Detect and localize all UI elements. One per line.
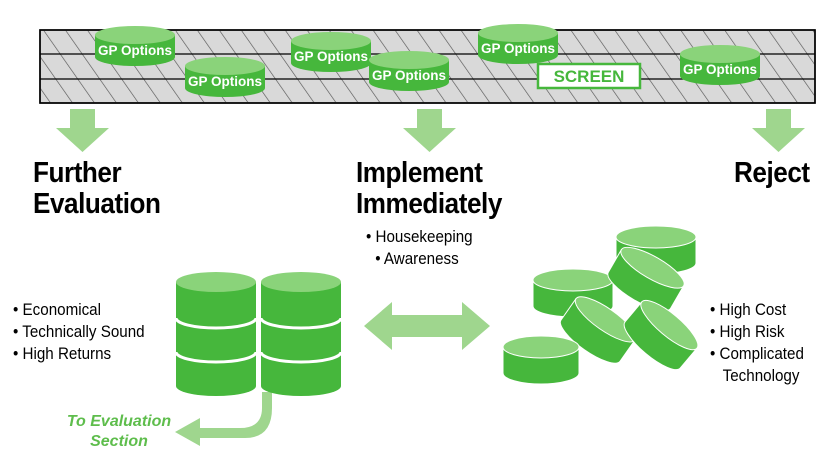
gp-options-cylinder: GP Options	[680, 45, 760, 85]
double-arrow	[364, 302, 490, 350]
bullets-further: • Economical • Technically Sound • High Re…	[13, 299, 145, 365]
screen-label: SCREEN	[536, 62, 642, 90]
link-line1: To Evaluation	[66, 413, 172, 430]
bullet-item: • Economical	[13, 301, 102, 319]
reject-disc	[623, 299, 699, 371]
gp-options-cylinder: GP Options	[478, 24, 558, 64]
gp-options-label: GP Options	[683, 62, 757, 77]
bullet-item: • High Cost	[710, 301, 787, 319]
heading-implement-immediately: Implement Immediately	[356, 158, 502, 220]
bullets-reject: • High Cost • High Risk • Complicated Tech…	[710, 299, 804, 387]
gp-options-label: GP Options	[481, 41, 555, 56]
gp-options-cylinder: GP Options	[291, 32, 371, 72]
gp-options-label: GP Options	[372, 68, 446, 83]
reject-discs	[502, 225, 699, 385]
heading-reject-line1: Reject	[734, 157, 810, 189]
gp-options-cylinder: GP Options	[185, 57, 265, 97]
arrow-down-implement	[403, 109, 456, 152]
gp-options-label: GP Options	[188, 74, 262, 89]
bullet-item: • High Risk	[710, 323, 785, 341]
gp-options-label: GP Options	[294, 49, 368, 64]
reject-disc	[607, 246, 685, 312]
bullets-implement: • Housekeeping • Awareness	[366, 226, 473, 270]
bullet-item: • Housekeeping	[366, 228, 473, 246]
link-line2: Section	[90, 433, 148, 450]
bullet-item: • Technically Sound	[13, 323, 145, 341]
database-cylinder	[259, 272, 343, 396]
arrow-down-further	[56, 109, 109, 152]
gp-options-label: GP Options	[98, 43, 172, 58]
bullet-item: Technology	[710, 367, 800, 385]
gp-options-group: GP Options GP Options GP Options GP Options…	[95, 24, 760, 97]
bullet-item: • High Returns	[13, 345, 112, 363]
reject-disc	[502, 335, 580, 385]
to-evaluation-section-link[interactable]: To Evaluation Section	[58, 412, 180, 452]
heading-further-line1: Further	[33, 157, 122, 189]
bullet-item: • Complicated	[710, 345, 804, 363]
heading-further-line2: Evaluation	[33, 188, 161, 220]
heading-further-evaluation: Further Evaluation	[33, 157, 161, 220]
curved-arrow-evaluation	[175, 392, 272, 446]
gp-options-cylinder: GP Options	[369, 51, 449, 91]
database-stacks	[174, 272, 343, 396]
database-cylinder	[174, 272, 258, 396]
reject-disc	[559, 296, 637, 364]
gp-options-cylinder: GP Options	[95, 26, 175, 66]
heading-implement-line1: Implement	[356, 157, 483, 189]
heading-implement-line2: Immediately	[356, 188, 502, 220]
arrow-down-reject	[752, 109, 805, 152]
bullet-item: • Awareness	[375, 250, 459, 268]
heading-reject: Reject	[734, 158, 810, 189]
screen-label-text: SCREEN	[554, 67, 625, 86]
